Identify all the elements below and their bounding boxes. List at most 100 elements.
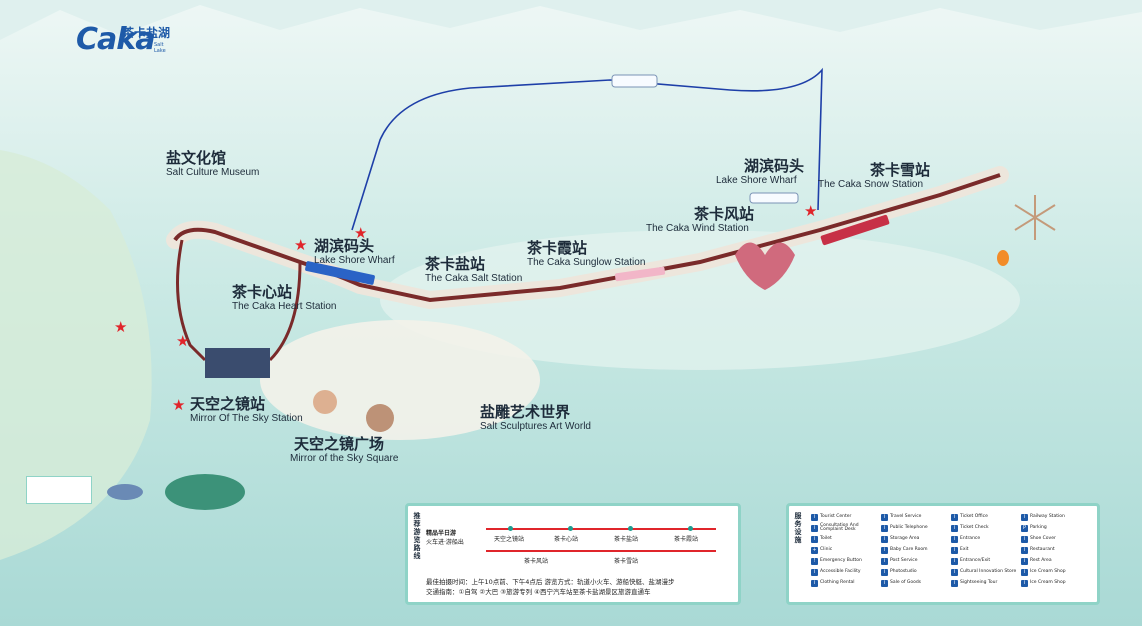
cruise-boat [611, 74, 658, 88]
route-stop: 茶卡风站 [524, 558, 549, 565]
service-icon: i [1021, 535, 1028, 543]
label-salt-culture-museum[interactable]: 盐文化馆 Salt Culture Museum [166, 149, 260, 178]
service-icon: ! [811, 557, 818, 565]
service-icon: i [811, 535, 818, 543]
service-item: !Emergency Button [811, 556, 879, 566]
star-icon: ★ [172, 396, 186, 414]
label-caka-snow-station[interactable]: 茶卡雪站 The Caka Snow Station [818, 161, 931, 190]
service-icon: i [811, 579, 818, 587]
hot-air-balloon-icon [997, 250, 1009, 266]
service-icon: i [1021, 557, 1028, 565]
label-lake-shore-wharf-right[interactable]: 湖滨码头 Lake Shore Wharf [716, 157, 805, 186]
label-caka-heart-station[interactable]: 茶卡心站 The Caka Heart Station [232, 283, 337, 312]
services-panel-title: 服务设施 [794, 512, 802, 544]
service-icon: i [881, 513, 888, 521]
label-caka-sunglow-station[interactable]: 茶卡霞站 The Caka Sunglow Station [527, 239, 646, 268]
logo-zh: 茶卡盐湖 [122, 26, 171, 40]
route-stop: 天空之镜站 [494, 536, 525, 543]
label-lake-shore-wharf-left[interactable]: 湖滨码头 Lake Shore Wharf [314, 237, 395, 266]
snowflake-icon [1014, 195, 1056, 240]
route-stop-dot [508, 526, 513, 531]
service-icon: i [1021, 579, 1028, 587]
service-icon: i [1021, 568, 1028, 576]
logo-word: Caka [76, 22, 155, 57]
label-salt-sculptures[interactable]: 盐雕艺术世界 Salt Sculptures Art World [480, 403, 591, 432]
route-lower-line [486, 550, 716, 552]
route-stop-dot [688, 526, 693, 531]
service-icon: i [1021, 546, 1028, 554]
star-icon: ★ [294, 236, 308, 254]
service-icon: i [881, 579, 888, 587]
route-line1: 精品半日游 [426, 530, 457, 537]
service-icon: i [881, 524, 888, 532]
service-icon: i [951, 579, 958, 587]
mini-legend [26, 476, 92, 504]
service-icon: i [951, 513, 958, 521]
star-icon: ★ [804, 202, 818, 220]
service-icon: i [881, 568, 888, 576]
route-stop: 茶卡盐站 [614, 536, 639, 543]
caka-logo: Caka 茶卡盐湖 Salt Lake [76, 22, 170, 57]
label-mirror-square[interactable]: 天空之镜广场 Mirror of the Sky Square [290, 435, 399, 464]
service-icon: i [811, 513, 818, 521]
service-icon: i [881, 535, 888, 543]
shore-land [0, 150, 152, 560]
service-icon: i [951, 557, 958, 565]
service-icon: P [1021, 524, 1028, 532]
route-traffic: 交通指南：①自驾 ②大巴 ③旅游专列 ④西宁汽车站至茶卡盐湖景区旅游直通车 [426, 588, 651, 596]
route-upper-line [486, 528, 716, 530]
route-line2: 火车进·游船出 [426, 539, 464, 546]
recommended-route-panel: 推荐游览路线 精品半日游 火车进·游船出 天空之镜站 茶卡心站 茶卡盐站 茶卡霞… [405, 503, 741, 605]
service-icon: i [1021, 513, 1028, 521]
star-icon: ★ [176, 332, 190, 350]
wind-station-heart [735, 242, 795, 290]
route-stop: 茶卡霞站 [674, 536, 699, 543]
service-icon: i [951, 535, 958, 543]
train-right [820, 214, 890, 246]
route-stop: 茶卡心站 [554, 536, 579, 543]
service-icon: i [881, 546, 888, 554]
label-mirror-station[interactable]: 天空之镜站 Mirror Of The Sky Station [190, 395, 303, 424]
star-icon: ★ [354, 224, 368, 242]
service-item: +Clinic [811, 546, 833, 554]
route-stop-dot [568, 526, 573, 531]
service-icon: i [881, 557, 888, 565]
railway-branch [176, 239, 207, 362]
boat-route [351, 67, 823, 231]
label-caka-wind-station[interactable]: 茶卡风站 The Caka Wind Station [646, 205, 755, 234]
train-left [305, 261, 375, 285]
mirror-station-building [205, 348, 270, 378]
service-icon: i [811, 524, 818, 532]
label-caka-salt-station[interactable]: 茶卡盐站 The Caka Salt Station [425, 255, 523, 284]
route-stop-dot [628, 526, 633, 531]
star-icon: ★ [114, 318, 128, 336]
route-panel-title: 推荐游览路线 [413, 512, 421, 560]
route-stop: 茶卡雪站 [614, 558, 639, 565]
service-icon: i [951, 546, 958, 554]
